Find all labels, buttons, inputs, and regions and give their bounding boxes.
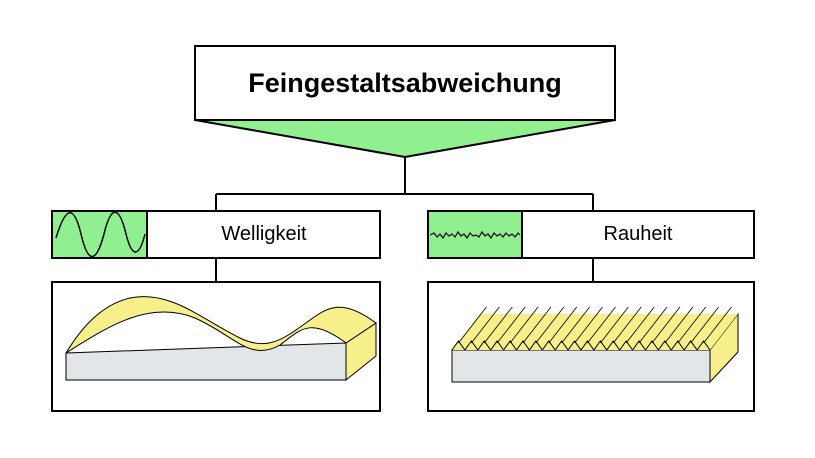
rauheit-label: Rauheit [603,223,673,245]
wavy-surface-top [65,296,377,354]
welligkeit-icon-box [51,210,148,259]
ridge-profile [451,340,711,351]
ridge-line [677,306,707,344]
ridge-line [522,306,552,344]
ridge-line [458,306,487,344]
ridge-line [574,306,603,344]
ridge-line [496,306,526,344]
rough-surface-right-side [709,312,739,384]
ridge-line [651,306,681,344]
welligkeit-label: Welligkeit [221,223,307,245]
ridge-line [471,306,500,344]
ridge-line [612,306,642,344]
rauheit-icon-box [427,210,523,259]
ridge-line [703,306,732,344]
ridge-line [664,306,694,344]
wavy-surface-illustration [65,296,377,382]
rough-surface-illustration [451,306,739,384]
rough-line-icon [429,230,521,240]
rough-surface-front [451,349,711,383]
ridge-line [548,306,578,344]
ridge-line [690,306,719,344]
ridge-line [587,306,616,344]
root-funnel [194,119,616,159]
tree-connectors [215,157,594,282]
sine-wave-icon [55,211,146,257]
root-box [194,45,616,121]
root-title: Feingestaltsabweichung [248,67,562,98]
ridge-line [561,306,590,344]
ridge-line [483,306,513,344]
ridge-line [509,306,539,344]
surface-ridges [458,306,732,344]
ridge-line [638,306,668,344]
ridge-line [600,306,629,344]
ridge-line [625,306,655,344]
ridge-line [535,306,565,344]
